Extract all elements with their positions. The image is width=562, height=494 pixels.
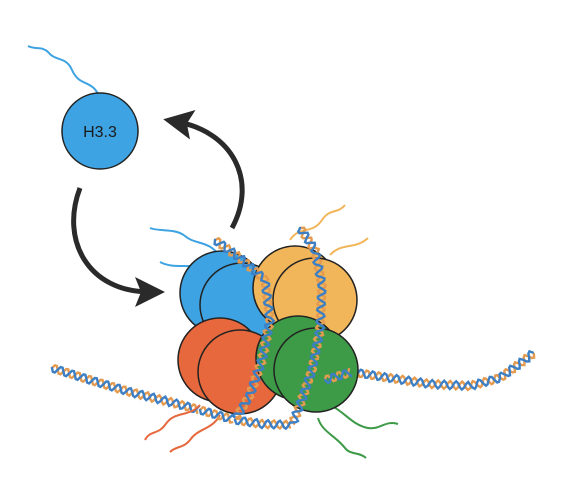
tail-red-bottom bbox=[144, 404, 201, 441]
dna-backbone-secondary bbox=[233, 415, 292, 431]
dna-backbone-primary bbox=[323, 369, 353, 385]
dna-backbone-secondary bbox=[323, 367, 351, 383]
free-histone-tail bbox=[27, 45, 101, 99]
free-histone-label: H3.3 bbox=[83, 124, 117, 141]
dna-strand-right bbox=[350, 349, 536, 392]
tail-green-bottom2 bbox=[317, 417, 367, 459]
tail-orange-top bbox=[289, 204, 346, 241]
tail-orange-top2 bbox=[329, 237, 369, 256]
tail-green-bottom bbox=[329, 404, 399, 430]
arrow-in-from-free bbox=[71, 187, 165, 307]
tail-blue-top bbox=[149, 227, 221, 258]
dna-strand-left bbox=[50, 363, 201, 414]
dna-backbone-primary bbox=[233, 416, 292, 431]
dna-wrap bbox=[198, 226, 353, 431]
exchange-arrows bbox=[71, 109, 245, 307]
dna-backbone-primary bbox=[50, 365, 201, 414]
free-histone-circle bbox=[61, 92, 139, 170]
arrow-out-to-free bbox=[163, 109, 245, 230]
dna-backbone-secondary bbox=[50, 363, 199, 414]
dna-backbone-primary bbox=[290, 226, 327, 424]
dna-backbone-primary bbox=[198, 407, 236, 422]
dna-backbone-primary bbox=[350, 349, 534, 392]
free-histone-h33: H3.3 bbox=[27, 45, 139, 170]
tail-red-bottom2 bbox=[169, 414, 221, 453]
dna-backbone-secondary bbox=[350, 352, 536, 392]
dna-backbone-primary bbox=[213, 238, 276, 419]
